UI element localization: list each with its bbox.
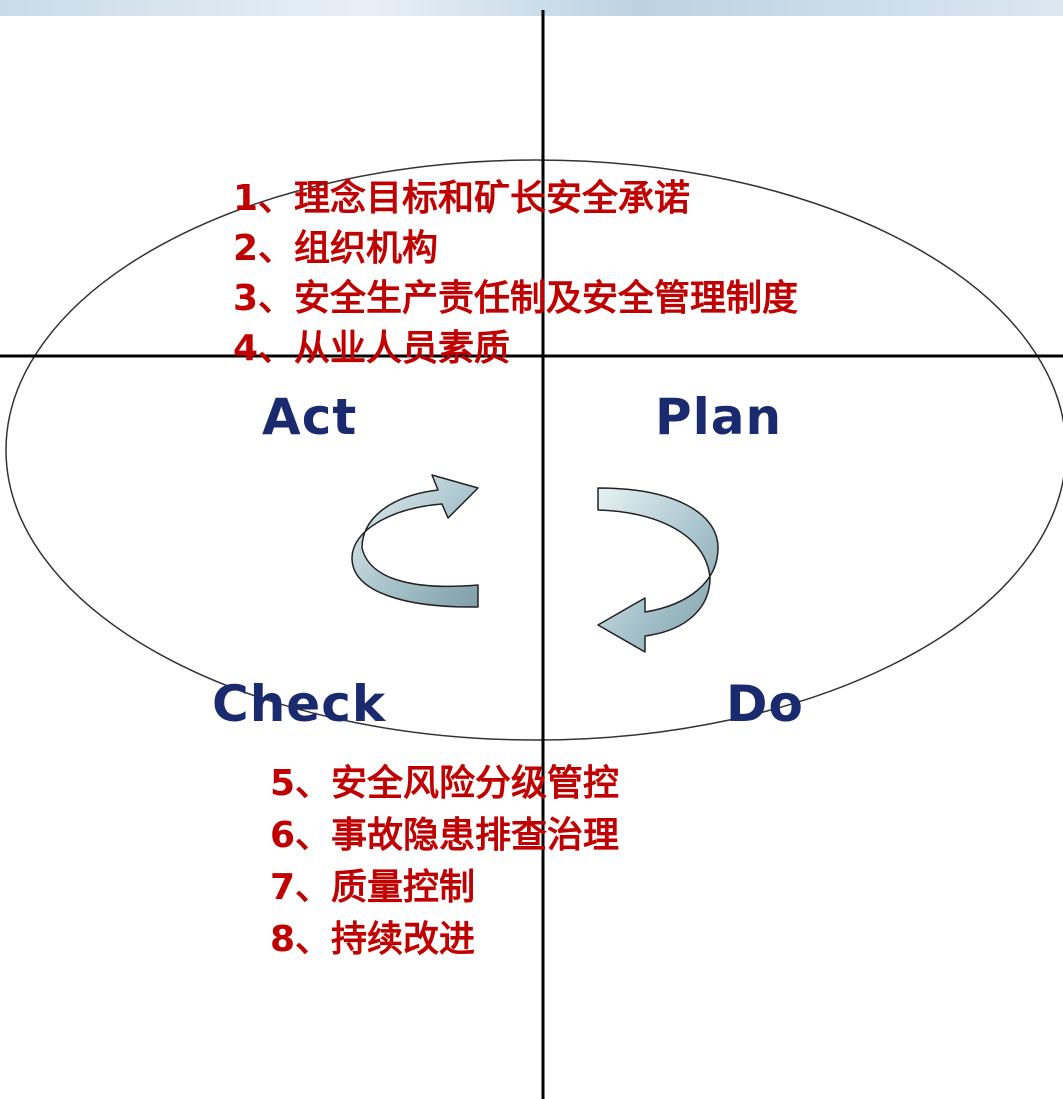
pdca-ellipse bbox=[5, 159, 1063, 741]
plan-label: Plan bbox=[655, 388, 783, 446]
top-item: 4、从业人员素质 bbox=[233, 328, 511, 369]
bottom-item: 8、持续改进 bbox=[270, 919, 476, 960]
do-label: Do bbox=[726, 675, 804, 733]
bottom-item: 5、安全风险分级管控 bbox=[270, 763, 620, 804]
top-item-list: 1、理念目标和矿长安全承诺 2、组织机构 3、安全生产责任制及安全管理制度 4、… bbox=[233, 174, 798, 374]
top-item: 3、安全生产责任制及安全管理制度 bbox=[233, 278, 799, 319]
bottom-item: 6、事故隐患排查治理 bbox=[270, 815, 620, 856]
check-label: Check bbox=[212, 675, 387, 733]
bottom-item: 7、质量控制 bbox=[270, 867, 476, 908]
cycle-arrow-right bbox=[597, 487, 719, 653]
cycle-arrow-left bbox=[351, 474, 479, 608]
top-item: 2、组织机构 bbox=[233, 228, 439, 269]
act-label: Act bbox=[262, 388, 358, 446]
background-band bbox=[0, 0, 1063, 16]
top-item: 1、理念目标和矿长安全承诺 bbox=[233, 178, 691, 219]
bottom-item-list: 5、安全风险分级管控 6、事故隐患排查治理 7、质量控制 8、持续改进 bbox=[270, 758, 619, 966]
